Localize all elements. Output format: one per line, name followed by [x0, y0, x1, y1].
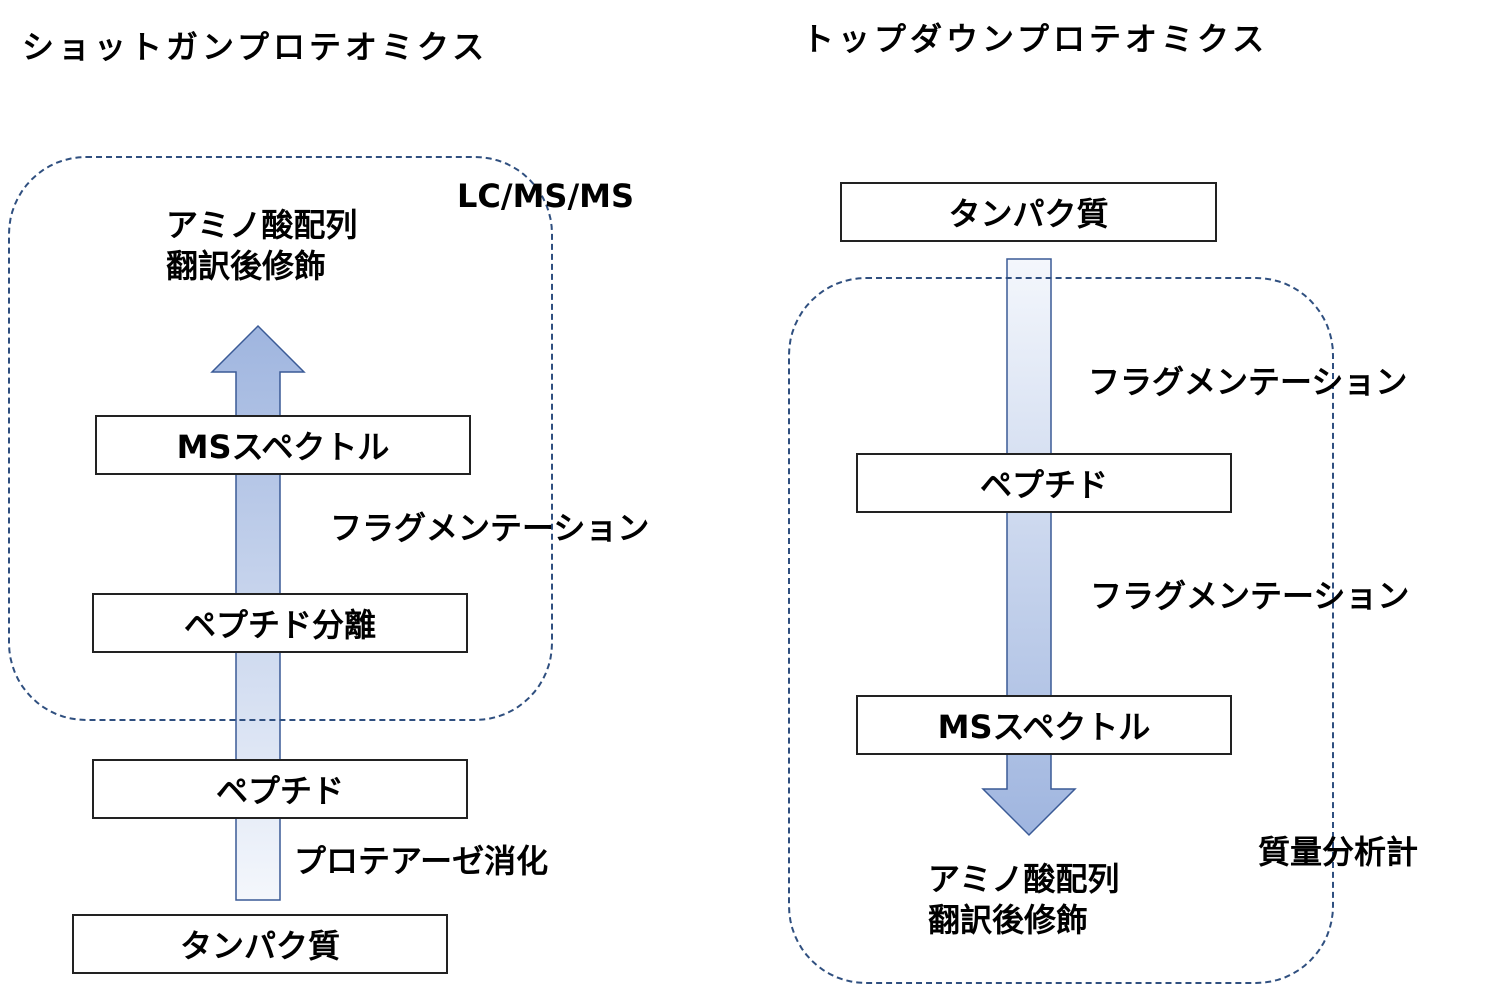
lc-ms-ms-label: LC/MS/MS — [457, 177, 635, 215]
left-peptide-separation-box: ペプチド分離 — [92, 593, 468, 653]
left-fragmentation-label: フラグメンテーション — [330, 509, 650, 547]
right-panel-title: トップダウンプロテオミクス — [802, 20, 1269, 58]
left-protease-digestion-label: プロテアーゼ消化 — [294, 842, 549, 880]
downward-process-arrow — [981, 258, 1077, 837]
right-protein-box: タンパク質 — [840, 182, 1217, 242]
left-result-sequence: アミノ酸配列 翻訳後修飾 — [166, 205, 357, 287]
right-result-line-2: 翻訳後修飾 — [928, 900, 1089, 939]
right-result-line-1: アミノ酸配列 — [928, 860, 1120, 898]
mass-spectrometer-label: 質量分析計 — [1258, 833, 1419, 871]
right-ms-spectrum-box: MSスペクトル — [856, 695, 1232, 755]
mass-spectrometer-region — [788, 277, 1334, 984]
left-peptide-box: ペプチド — [92, 759, 468, 819]
left-ms-spectrum-box: MSスペクトル — [95, 415, 471, 475]
right-result-sequence: アミノ酸配列 翻訳後修飾 — [928, 859, 1119, 941]
left-panel-title: ショットガンプロテオミクス — [22, 28, 489, 66]
right-fragmentation-label-1: フラグメンテーション — [1088, 363, 1408, 401]
left-protein-box: タンパク質 — [72, 914, 448, 974]
right-fragmentation-label-2: フラグメンテーション — [1090, 577, 1410, 615]
lc-ms-ms-region — [8, 156, 553, 721]
left-result-line-2: 翻訳後修飾 — [166, 246, 327, 285]
right-peptide-box: ペプチド — [856, 453, 1232, 513]
left-result-line-1: アミノ酸配列 — [166, 206, 358, 244]
